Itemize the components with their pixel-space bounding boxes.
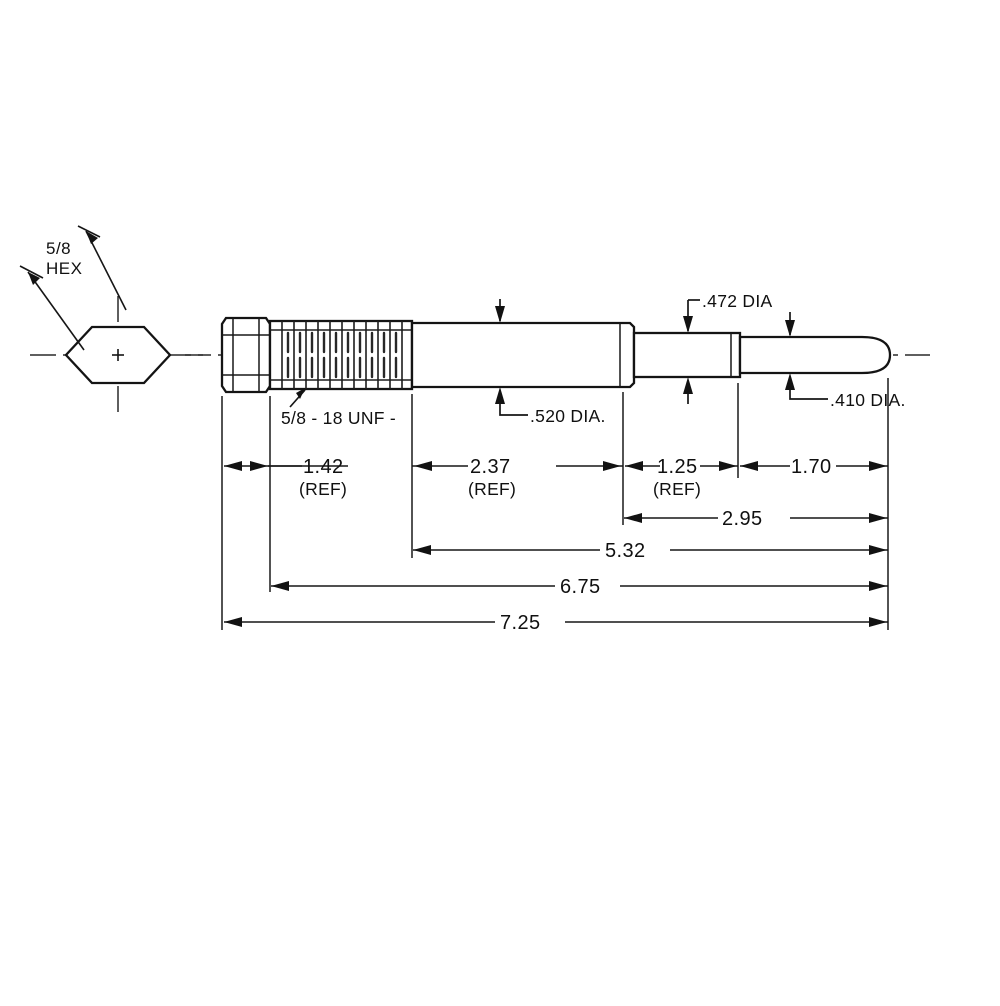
dimension-1-42: 1.42 (REF): [224, 456, 348, 499]
hex-dim-tick-lower: [19, 265, 44, 279]
thread-pitch-lines: [281, 321, 403, 389]
dimension-1-70: 1.70: [740, 456, 888, 478]
dia520-bottom-arrow: [495, 387, 505, 404]
dim675-arrow-left: [271, 581, 289, 591]
thread-root-ticks: [286, 331, 398, 379]
dia472-bottom-arrow: [683, 377, 693, 394]
hex-dim-line-upper: [85, 230, 127, 311]
callout-dia-410: .410 DIA.: [785, 312, 906, 410]
hex-head-body: [220, 316, 272, 394]
dim725-value: 7.25: [500, 612, 541, 634]
dia472-top-arrow: [683, 316, 693, 333]
dimension-row-1: 1.42 (REF) 2.37 (REF) 1.25 (REF): [224, 456, 888, 499]
dim675-arrow-right: [869, 581, 887, 591]
dim125-arrow-left: [625, 461, 643, 471]
dia472-label: .472 DIA: [702, 291, 773, 311]
tip-section-410: [738, 335, 892, 375]
dia410-bottom-leader: [789, 390, 828, 400]
hex-head-side-view: [220, 316, 272, 394]
callout-thread: 5/8 - 18 UNF -: [281, 388, 396, 428]
shank-section-472: [632, 331, 742, 379]
threaded-section: [268, 319, 414, 391]
hex-dim-arrow-lower: [28, 272, 40, 285]
shank-472-body: [632, 331, 742, 379]
dia410-bottom-arrow: [785, 373, 795, 390]
hex-size-label-line1: 5/8: [46, 239, 71, 258]
dim142-value: 1.42: [303, 456, 344, 478]
dim532-arrow-right: [869, 545, 887, 555]
thread-callout-label: 5/8 - 18 UNF -: [281, 408, 396, 428]
dia520-label: .520 DIA.: [530, 406, 606, 426]
dia520-bottom-leader: [499, 404, 528, 416]
dia410-top-arrow: [785, 320, 795, 337]
hex-dim-line-lower: [27, 271, 85, 351]
dim295-value: 2.95: [722, 508, 763, 530]
dimension-6-75: 6.75: [271, 576, 888, 598]
dim725-arrow-right: [869, 617, 887, 627]
dia410-label: .410 DIA.: [830, 390, 906, 410]
dim125-note: (REF): [653, 479, 701, 499]
dimension-7-25: 7.25: [224, 612, 888, 634]
hex-size-dimension: 5/8 HEX: [19, 225, 127, 351]
shoulder-520-body: [410, 321, 636, 389]
dimension-5-32: 5.32: [413, 540, 888, 562]
hex-size-label-line2: HEX: [46, 259, 82, 278]
dim142-arrow-right: [250, 461, 268, 471]
dim125-arrow-right: [719, 461, 737, 471]
dim295-arrow-right: [869, 513, 887, 523]
dim237-arrow-left: [414, 461, 432, 471]
hex-end-view: [30, 296, 205, 412]
dim237-arrow-right: [603, 461, 621, 471]
dim675-value: 6.75: [560, 576, 601, 598]
dim142-arrow-left: [224, 461, 242, 471]
dim725-arrow-left: [224, 617, 242, 627]
dim295-arrow-left: [624, 513, 642, 523]
dim532-arrow-left: [413, 545, 431, 555]
hex-dim-arrow-upper: [86, 231, 98, 244]
thread-callout-arrow: [296, 388, 305, 399]
dim142-note: (REF): [299, 479, 347, 499]
dimension-1-25: 1.25 (REF): [625, 456, 738, 499]
tip-410-body: [738, 335, 892, 375]
hex-dim-tick-upper: [77, 225, 101, 238]
shoulder-section-520: [410, 321, 636, 389]
dim237-note: (REF): [468, 479, 516, 499]
extension-lines: [221, 378, 889, 630]
dim170-value: 1.70: [791, 456, 832, 478]
dim170-arrow-right: [869, 461, 887, 471]
dimension-2-37: 2.37 (REF): [412, 456, 623, 499]
dim237-value: 2.37: [470, 456, 511, 478]
part-side-view: [185, 316, 930, 394]
callout-dia-520: .520 DIA.: [495, 299, 606, 426]
dimension-2-95: 2.95: [624, 508, 888, 530]
callout-dia-472: .472 DIA: [683, 291, 773, 404]
dim125-value: 1.25: [657, 456, 698, 478]
dia520-top-arrow: [495, 306, 505, 323]
dim532-value: 5.32: [605, 540, 646, 562]
dim170-arrow-left: [740, 461, 758, 471]
